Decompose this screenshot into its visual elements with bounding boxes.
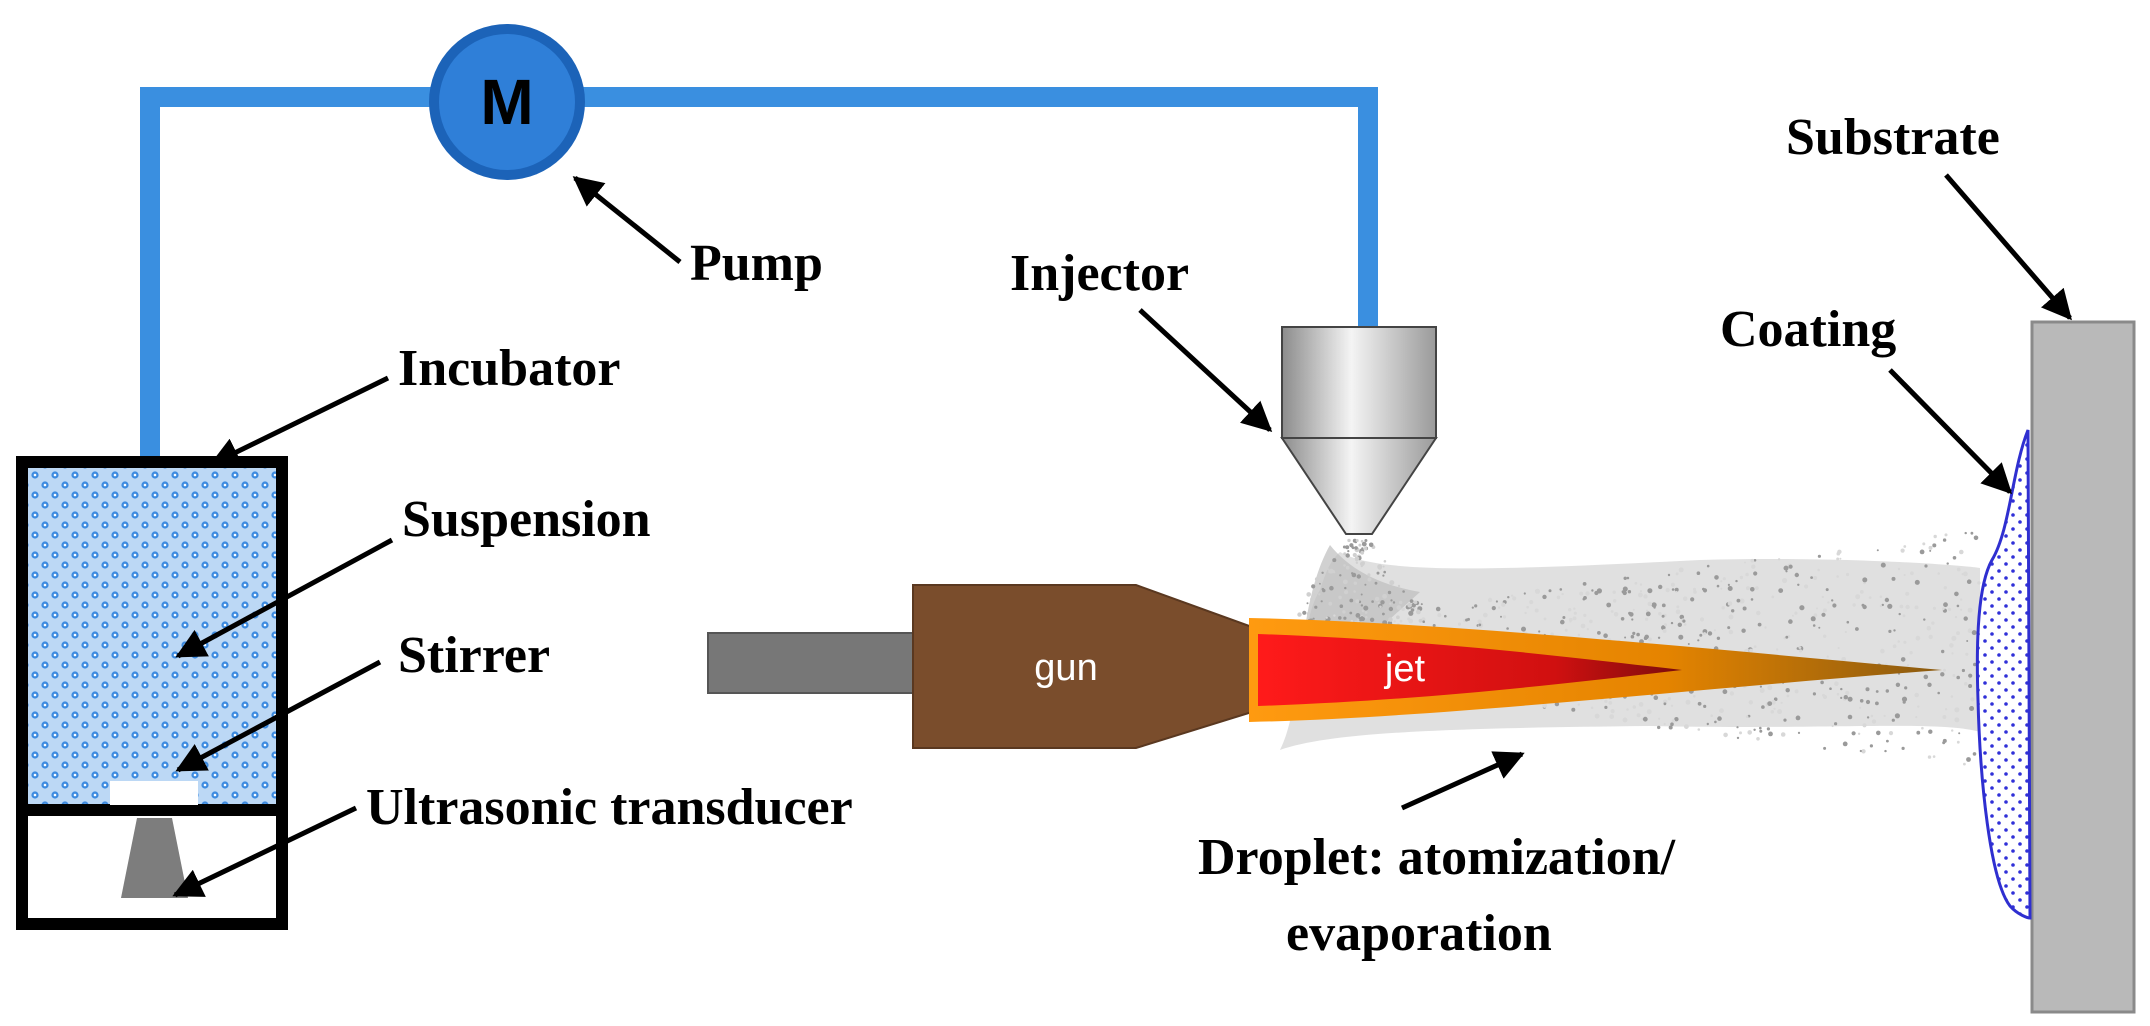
suspension-label: Suspension <box>402 491 651 548</box>
suspension-liquid <box>28 468 276 804</box>
pump-label: Pump <box>690 235 823 292</box>
pipe <box>140 87 1378 472</box>
pump-motor: M <box>429 24 585 180</box>
injector <box>1280 326 1438 535</box>
transducer-label: Ultrasonic transducer <box>366 779 853 836</box>
coating <box>1975 429 2032 920</box>
callout-arrows <box>172 173 2072 898</box>
droplet-label-line2: evaporation <box>1286 905 1552 962</box>
arrow-injector <box>1138 308 1273 433</box>
labels: Pump Injector Incubator Suspension Stirr… <box>366 109 2000 962</box>
arrow-substrate <box>1944 173 2072 321</box>
plasma-jet: jet <box>1249 618 1942 722</box>
arrow-transducer <box>172 805 358 898</box>
droplet-label-line1: Droplet: atomization/ <box>1198 829 1676 886</box>
motor-letter: M <box>480 66 533 138</box>
ultrasonic-transducer-shape <box>121 818 188 898</box>
substrate-label: Substrate <box>1786 109 2000 166</box>
stirrer-label: Stirrer <box>398 627 550 684</box>
coating-label: Coating <box>1720 301 1896 358</box>
incubator-label: Incubator <box>398 340 620 397</box>
arrow-coating <box>1888 368 2013 495</box>
gun-label: gun <box>1034 647 1097 689</box>
stirrer-bar <box>110 781 198 805</box>
arrow-suspension <box>175 537 394 659</box>
arrow-droplet <box>1400 751 1525 811</box>
jet-label: jet <box>1384 648 1426 690</box>
arrow-pump <box>572 176 682 264</box>
spray-gun: gun <box>707 584 1253 749</box>
injector-label: Injector <box>1010 245 1189 302</box>
arrow-incubator <box>209 375 390 467</box>
substrate <box>2030 320 2136 1014</box>
gun-rear-tube <box>707 632 917 694</box>
incubator <box>16 456 288 930</box>
arrow-stirrer <box>175 659 382 773</box>
